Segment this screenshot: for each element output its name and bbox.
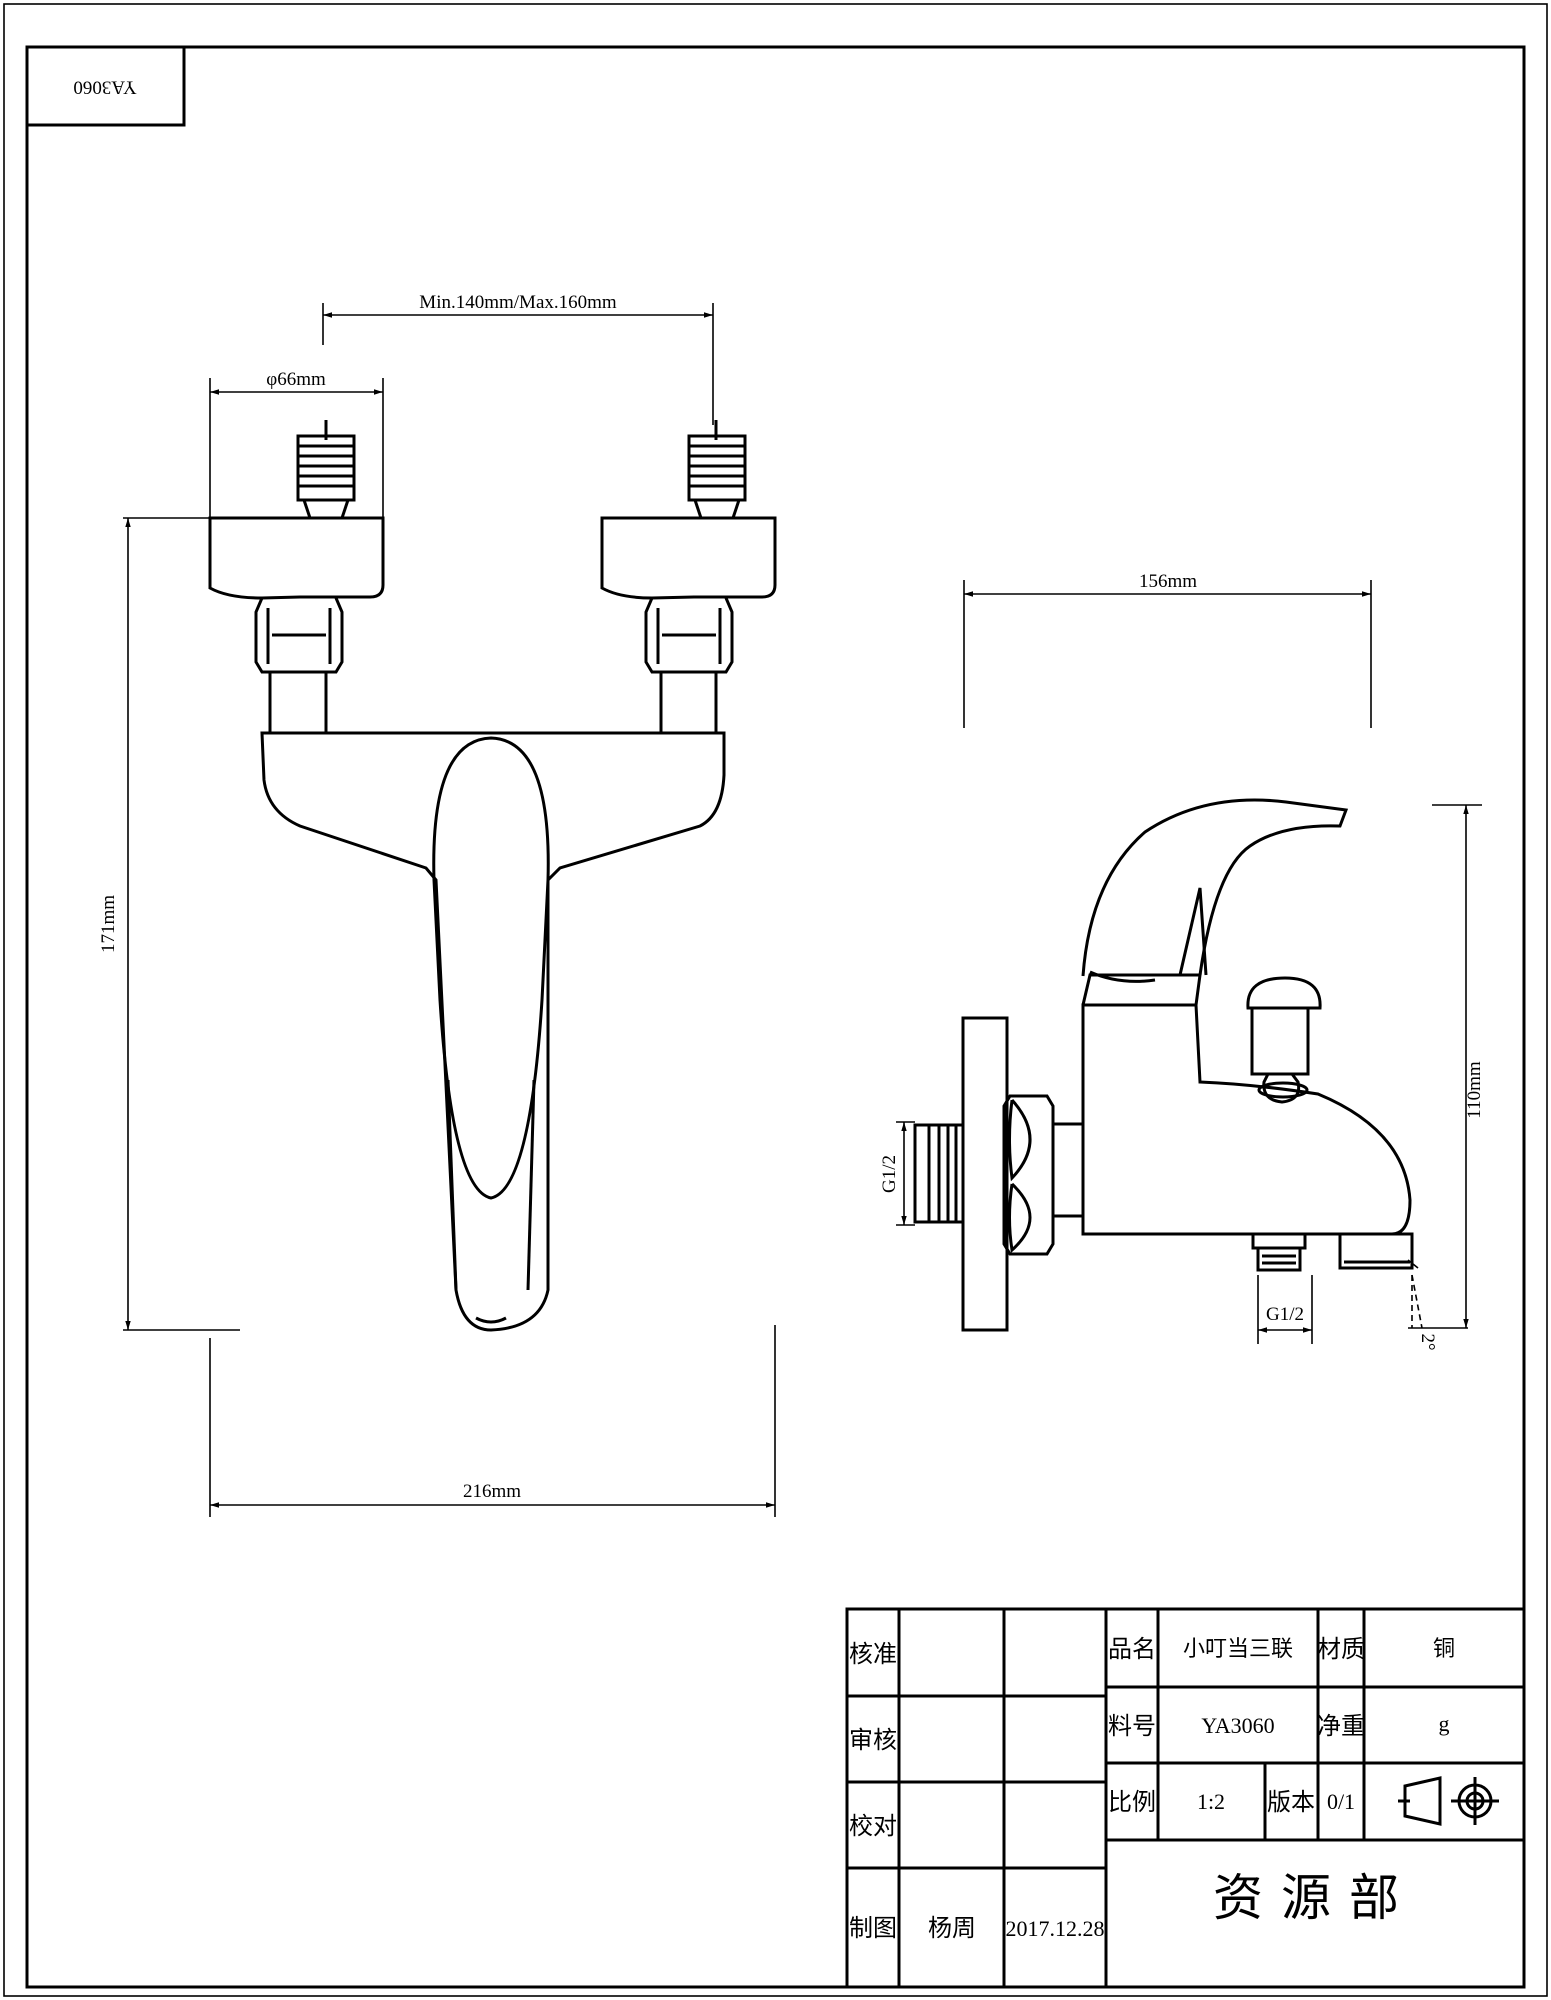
diverter-knob [1246, 976, 1322, 1104]
label-part-no: 料号 [1108, 1712, 1156, 1740]
label-net-weight: 净重 [1317, 1712, 1365, 1740]
corner-code: YA3060 [73, 77, 136, 98]
net-weight-value: g [1439, 1711, 1450, 1736]
inner-border [25, 45, 1526, 1989]
left-connector [208, 420, 385, 733]
part-no-value: YA3060 [1201, 1713, 1274, 1738]
angle-annotation: 2° [1407, 1259, 1438, 1351]
side-nut [1002, 1094, 1085, 1256]
side-lever [1081, 798, 1349, 1006]
title-block: 核准 审核 校对 制图 杨周 2017.12.28 品名 小叮当三联 材质 铜 … [845, 1607, 1526, 1989]
side-height-dim: 110mm [1464, 1061, 1485, 1119]
label-check: 校对 [849, 1812, 897, 1840]
inlet-thread: G1/2 [879, 1121, 965, 1226]
label-scale: 比例 [1108, 1788, 1156, 1816]
department: 资源部 [1213, 1869, 1417, 1927]
front-view: Min.140mm/Max.160mm φ66mm 171mm 216mm [98, 292, 777, 1517]
label-version: 版本 [1267, 1788, 1315, 1816]
right-connector [600, 420, 777, 733]
outer-border [3, 3, 1548, 1997]
label-name: 品名 [1108, 1635, 1156, 1663]
version-value: 0/1 [1327, 1789, 1355, 1814]
outlet-thread-dim-group: G1/2 [1257, 1275, 1313, 1344]
label-drawn: 制图 [849, 1914, 897, 1942]
side-body [1081, 1003, 1414, 1272]
drawn-by: 杨周 [928, 1914, 976, 1942]
drawn-date: 2017.12.28 [1006, 1916, 1105, 1941]
side-width-dim: 156mm [1139, 571, 1197, 592]
front-flange-dim: φ66mm [266, 369, 326, 390]
side-view: 156mm 110mm G1/2 [879, 571, 1485, 1351]
wall-flange [961, 1016, 1009, 1332]
front-height-dim: 171mm [98, 895, 119, 953]
front-width-dim: 216mm [463, 1481, 521, 1502]
label-material: 材质 [1317, 1635, 1365, 1663]
material-value: 铜 [1433, 1636, 1455, 1661]
projection-symbol-icon [1398, 1776, 1499, 1826]
outlet-thread-dim: G1/2 [1266, 1304, 1304, 1325]
inlet-thread-dim: G1/2 [879, 1155, 900, 1193]
label-review: 审核 [849, 1726, 897, 1754]
scale-value: 1:2 [1197, 1789, 1225, 1814]
corner-code-box [25, 45, 186, 127]
name-value: 小叮当三联 [1183, 1636, 1293, 1661]
label-approve: 核准 [849, 1640, 897, 1668]
front-mixer-body [260, 731, 726, 1332]
front-spacing-dim: Min.140mm/Max.160mm [419, 292, 617, 313]
angle-label: 2° [1417, 1333, 1438, 1350]
